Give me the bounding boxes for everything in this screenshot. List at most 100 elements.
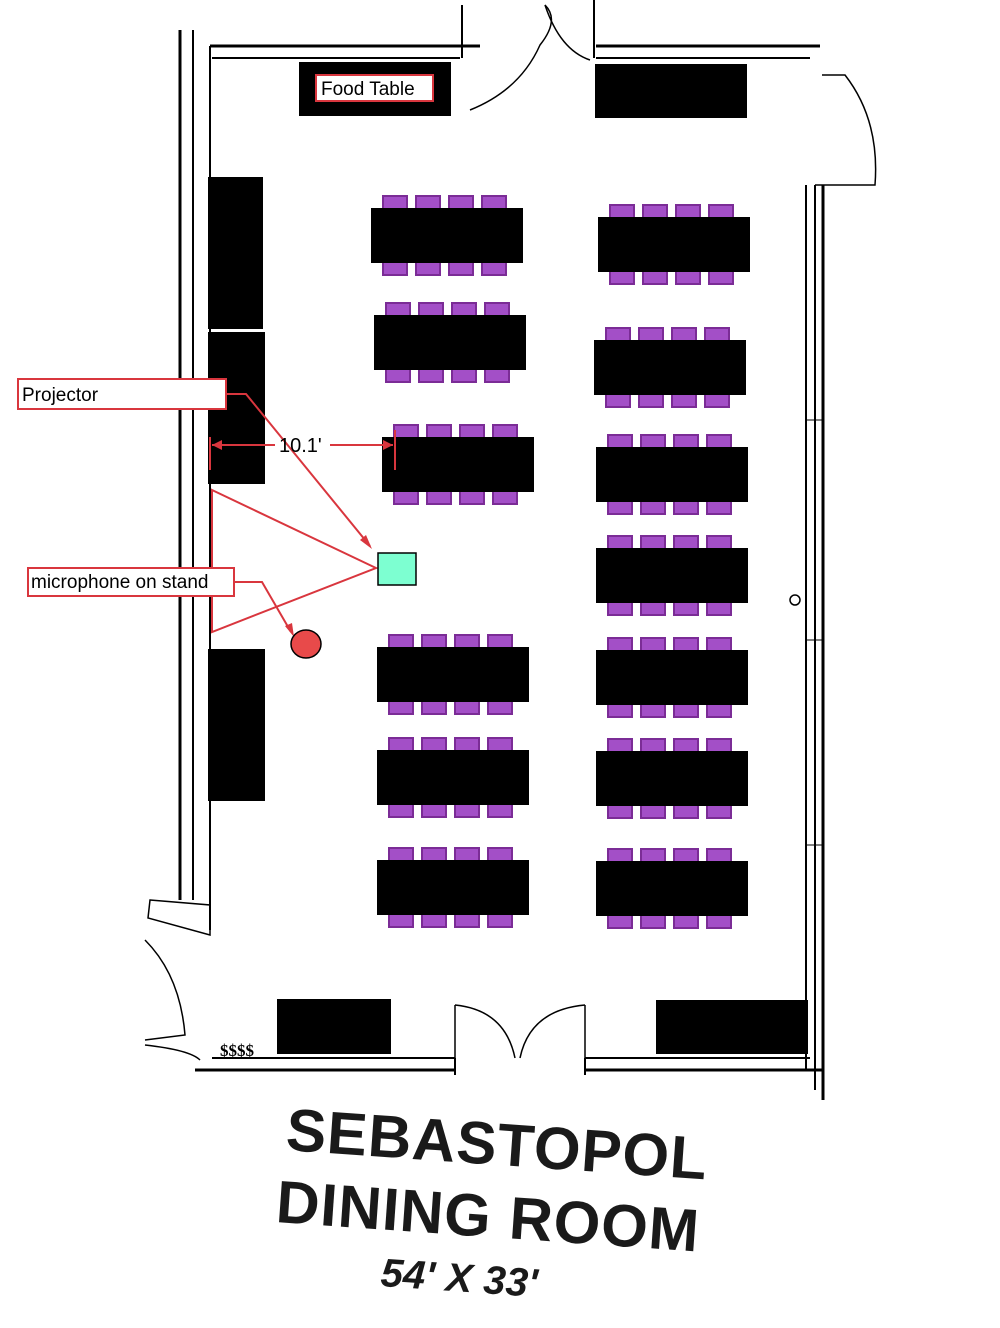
dining-table: [377, 860, 529, 915]
top-door-swing-left: [469, 4, 553, 111]
left-table-3: [208, 649, 265, 801]
chair: [640, 500, 666, 515]
chair: [607, 535, 633, 550]
chair: [607, 848, 633, 863]
chair: [642, 204, 668, 219]
left-door-swing: [144, 939, 186, 1041]
chair: [415, 195, 441, 210]
microphone-leader-line: [234, 581, 292, 633]
chair: [706, 848, 732, 863]
dining-table: [598, 217, 750, 272]
left-door-frame: [147, 899, 211, 936]
chair: [454, 803, 480, 818]
chair: [605, 393, 631, 408]
chair: [454, 634, 480, 649]
chair: [640, 738, 666, 753]
microphone-label: microphone on stand: [31, 572, 208, 593]
chair: [487, 700, 513, 715]
title-line-3: 54' X 33': [379, 1251, 540, 1306]
chair: [640, 535, 666, 550]
chair: [487, 913, 513, 928]
chair: [673, 914, 699, 929]
chair: [388, 700, 414, 715]
chair: [481, 195, 507, 210]
chair: [426, 490, 452, 505]
chair: [640, 914, 666, 929]
chair: [671, 393, 697, 408]
chair: [487, 737, 513, 752]
chair: [484, 302, 510, 317]
right-door-swing: [815, 74, 877, 186]
annotations: Food Table Projector 10.1' microphone on…: [17, 74, 434, 1060]
food-table-label: Food Table: [321, 79, 415, 100]
chair: [426, 424, 452, 439]
chair: [454, 700, 480, 715]
chair: [640, 848, 666, 863]
chair: [481, 261, 507, 276]
distance-arrow-left: [212, 440, 222, 450]
chair: [607, 637, 633, 652]
chair: [393, 490, 419, 505]
chair: [607, 804, 633, 819]
chair: [454, 913, 480, 928]
microphone-arrowhead: [285, 623, 294, 637]
distance-label: 10.1': [279, 435, 322, 457]
chair: [640, 434, 666, 449]
chair: [708, 270, 734, 285]
chair: [388, 847, 414, 862]
chair: [673, 804, 699, 819]
chair: [454, 847, 480, 862]
chair: [673, 637, 699, 652]
left-table-1: [208, 177, 263, 329]
dining-table: [596, 548, 748, 603]
bottom-door-swing-left: [454, 1004, 516, 1059]
dining-table: [594, 340, 746, 395]
chair: [704, 327, 730, 342]
chair: [607, 434, 633, 449]
left-door-swing-2: [144, 1044, 201, 1061]
chair: [607, 703, 633, 718]
chair: [638, 393, 664, 408]
room-walls: [144, 0, 877, 1100]
chair: [706, 601, 732, 616]
chair: [673, 738, 699, 753]
dining-tables: [371, 195, 750, 929]
top-door-swing-right: [544, 4, 591, 61]
projector-label-box: [17, 378, 227, 410]
chair: [388, 913, 414, 928]
chair: [487, 634, 513, 649]
chair: [382, 195, 408, 210]
chair: [704, 393, 730, 408]
chair: [421, 913, 447, 928]
projector-arrowhead: [360, 535, 372, 549]
chair: [492, 424, 518, 439]
chair: [415, 261, 441, 276]
chair: [706, 738, 732, 753]
chair: [421, 737, 447, 752]
chair: [675, 204, 701, 219]
chair: [421, 803, 447, 818]
chair: [448, 195, 474, 210]
chair: [388, 634, 414, 649]
chair: [484, 368, 510, 383]
chair: [607, 738, 633, 753]
chair: [605, 327, 631, 342]
projector-square-icon: [377, 552, 417, 586]
chair: [421, 634, 447, 649]
chair: [638, 327, 664, 342]
dining-table: [377, 647, 529, 702]
chair: [706, 434, 732, 449]
food-table-label-box: [315, 74, 434, 102]
chair: [385, 302, 411, 317]
dining-table: [377, 750, 529, 805]
dining-table: [374, 315, 526, 370]
chair: [642, 270, 668, 285]
chair: [673, 703, 699, 718]
projection-cone: [211, 488, 379, 634]
chair: [673, 500, 699, 515]
chair: [607, 601, 633, 616]
chair: [706, 703, 732, 718]
chair: [421, 847, 447, 862]
dining-table: [371, 208, 523, 263]
